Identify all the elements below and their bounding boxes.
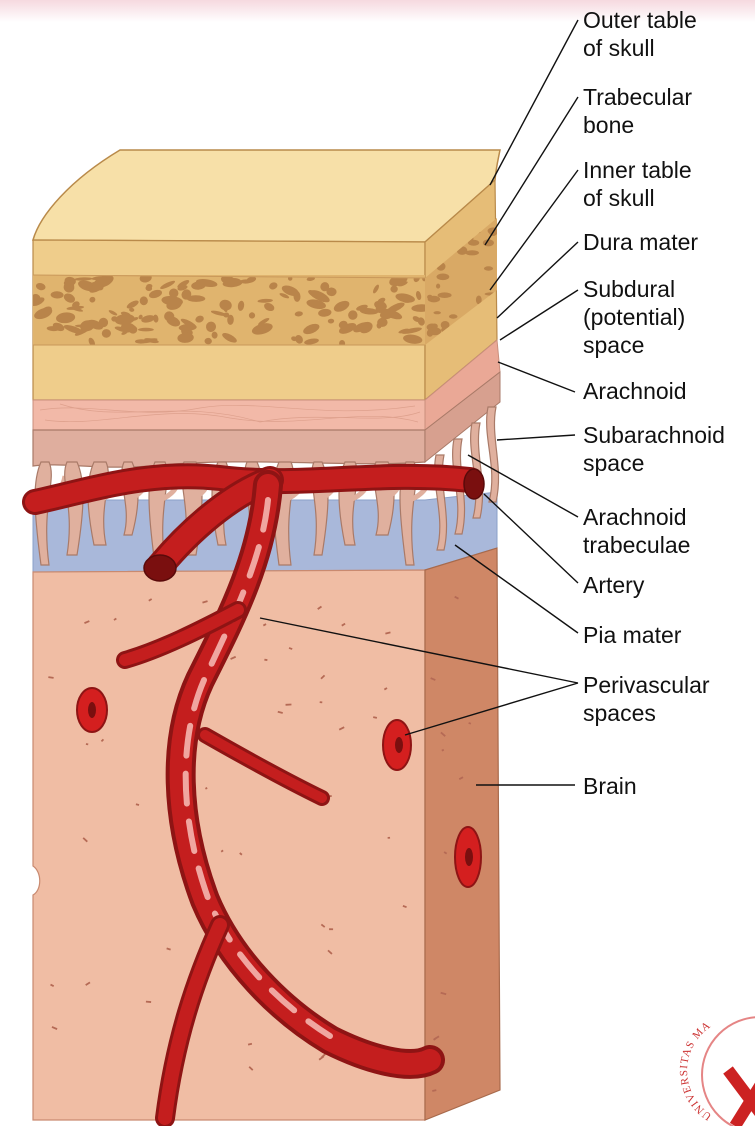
label-dura-mater: Dura mater	[583, 228, 698, 256]
label-pia-mater: Pia mater	[583, 621, 681, 649]
label-line: Dura mater	[583, 228, 698, 256]
label-line: (potential)	[583, 303, 685, 331]
label-line: Pia mater	[583, 621, 681, 649]
label-line: of skull	[583, 184, 692, 212]
label-subdural-space: Subdural (potential) space	[583, 275, 685, 359]
label-line: Inner table	[583, 156, 692, 184]
label-line: Arachnoid	[583, 377, 687, 405]
label-line: Outer table	[583, 6, 697, 34]
label-line: of skull	[583, 34, 697, 62]
label-line: spaces	[583, 699, 710, 727]
label-line: Arachnoid	[583, 503, 690, 531]
university-seal-watermark: UNIVERSITAS MA	[678, 1017, 755, 1126]
label-outer-table-of-skull: Outer table of skull	[583, 6, 697, 62]
brain-block	[33, 548, 500, 1120]
label-line: bone	[583, 111, 692, 139]
label-arachnoid-trabeculae: Arachnoid trabeculae	[583, 503, 690, 559]
svg-text:UNIVERSITAS MA: UNIVERSITAS MA	[678, 1019, 714, 1122]
label-line: Perivascular	[583, 671, 710, 699]
seal-text: UNIVERSITAS MA	[678, 1019, 714, 1122]
label-line: Subarachnoid	[583, 421, 725, 449]
label-line: Trabecular	[583, 83, 692, 111]
label-line: Artery	[583, 571, 644, 599]
label-line: trabeculae	[583, 531, 690, 559]
label-inner-table-of-skull: Inner table of skull	[583, 156, 692, 212]
label-line: space	[583, 331, 685, 359]
label-line: Subdural	[583, 275, 685, 303]
skull-block	[29, 150, 500, 400]
label-artery: Artery	[583, 571, 644, 599]
label-arachnoid: Arachnoid	[583, 377, 687, 405]
label-brain: Brain	[583, 772, 637, 800]
label-subarachnoid-space: Subarachnoid space	[583, 421, 725, 477]
label-line: Brain	[583, 772, 637, 800]
label-line: space	[583, 449, 725, 477]
label-perivascular-spaces: Perivascular spaces	[583, 671, 710, 727]
label-trabecular-bone: Trabecular bone	[583, 83, 692, 139]
